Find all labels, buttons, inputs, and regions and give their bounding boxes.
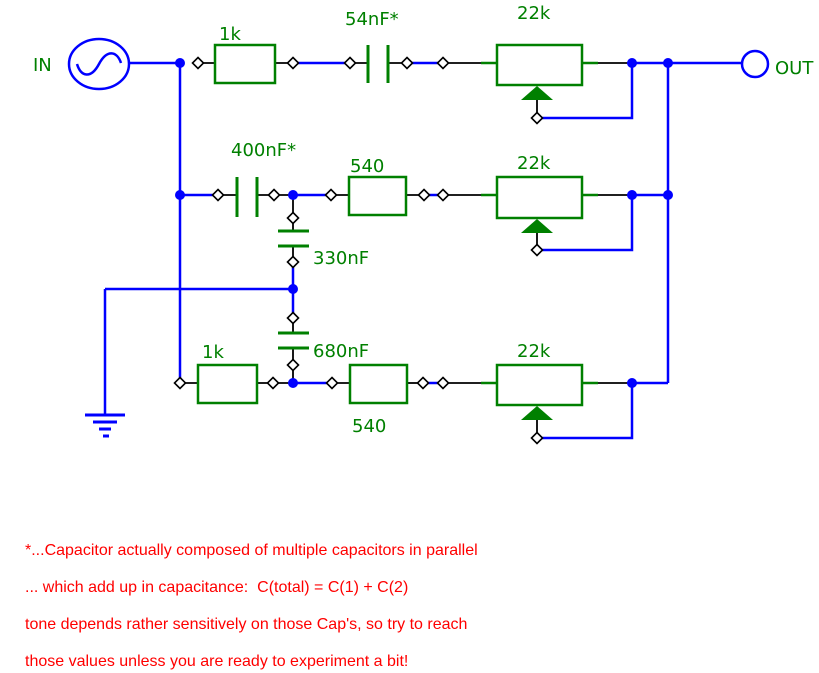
wiper-arrow-icon (521, 86, 553, 100)
wire-nets (103, 61, 742, 440)
capacitor-c4-label: 680nF (313, 341, 369, 362)
footnote-line-1: *...Capacitor actually composed of multi… (25, 542, 478, 559)
in-label: IN (33, 55, 52, 76)
capacitor-c1-label: 54nF* (345, 9, 399, 30)
footnote-line-4: those values unless you are ready to exp… (25, 653, 408, 670)
footnote-line-3: tone depends rather sensitively on those… (25, 616, 467, 633)
wiper-arrow-icon (521, 219, 553, 233)
potentiometer-pot3-label: 22k (517, 341, 551, 362)
out-label: OUT (775, 58, 814, 79)
capacitor-c1 (366, 45, 390, 83)
ac-source-icon (67, 37, 131, 91)
capacitor-c2-label: 400nF* (231, 140, 296, 161)
potentiometer-pot2 (481, 175, 598, 233)
ground-icon (85, 413, 125, 438)
resistor-r3 (196, 363, 259, 405)
junction-dots (175, 58, 673, 388)
capacitor-c4 (278, 331, 309, 350)
resistor-r2 (347, 175, 408, 217)
potentiometer-pot1-label: 22k (517, 3, 551, 24)
resistor-r1 (213, 43, 277, 85)
resistor-r4-label: 540 (352, 416, 386, 437)
capacitor-c2 (235, 177, 259, 217)
resistor-r4 (348, 363, 409, 405)
capacitor-c3 (278, 229, 309, 248)
resistor-r2-label: 540 (350, 156, 384, 177)
out-terminal-icon (740, 49, 770, 79)
footnotes: *...Capacitor actually composed of multi… (25, 542, 478, 670)
resistor-r3-label: 1k (202, 342, 224, 363)
capacitor-c3-label: 330nF (313, 248, 369, 269)
potentiometer-pot3 (481, 363, 598, 420)
footnote-line-2: ... which add up in capacitance: C(total… (25, 579, 408, 596)
potentiometer-pot1 (481, 43, 598, 100)
resistor-r1-label: 1k (219, 24, 241, 45)
wiper-arrow-icon (521, 406, 553, 420)
potentiometer-pot2-label: 22k (517, 153, 551, 174)
